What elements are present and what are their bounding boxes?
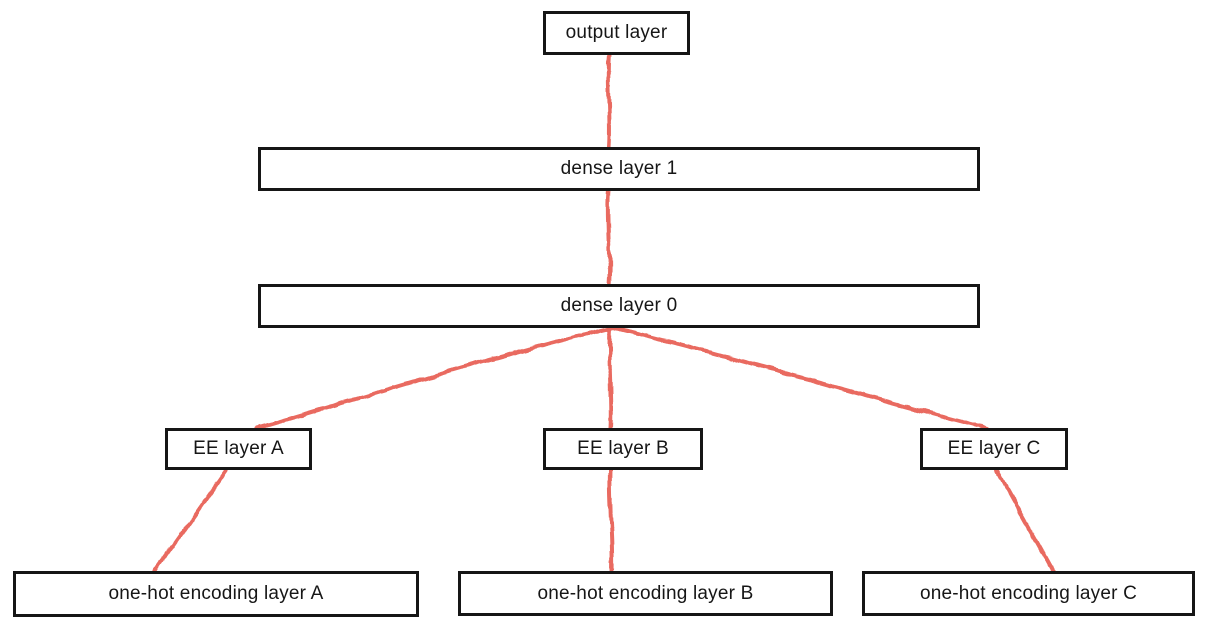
edge-dense1-dense0	[606, 188, 612, 287]
node-ee-layer-b: EE layer B	[543, 428, 703, 470]
node-dense-layer-1: dense layer 1	[258, 147, 980, 191]
node-onehot-layer-a: one-hot encoding layer A	[13, 571, 419, 617]
node-onehot-layer-c-label: one-hot encoding layer C	[919, 582, 1138, 604]
node-dense-layer-0: dense layer 0	[258, 284, 980, 328]
node-ee-layer-a-label: EE layer A	[193, 438, 284, 459]
node-ee-layer-c-label: EE layer C	[947, 438, 1041, 459]
node-onehot-layer-a-label: one-hot encoding layer A	[108, 583, 324, 604]
edge-dense0-eeC	[613, 326, 989, 430]
node-output-layer-label: output layer	[565, 22, 668, 43]
node-onehot-layer-c: one-hot encoding layer C	[862, 571, 1195, 616]
node-onehot-layer-b: one-hot encoding layer B	[458, 571, 833, 616]
edge-dense0-eeA	[256, 326, 614, 430]
node-ee-layer-c: EE layer C	[920, 428, 1068, 470]
node-dense-layer-1-label: dense layer 1	[560, 158, 678, 179]
edge-output-dense1	[606, 52, 612, 150]
node-dense-layer-0-label: dense layer 0	[560, 295, 678, 316]
edge-eeC-onehotC	[995, 468, 1055, 573]
node-output-layer: output layer	[543, 11, 690, 55]
node-ee-layer-b-label: EE layer B	[577, 438, 669, 459]
node-ee-layer-a: EE layer A	[165, 428, 312, 470]
edge-dense0-eeB	[607, 326, 613, 430]
edge-eeB-onehotB	[607, 468, 615, 573]
edge-eeA-onehotA	[153, 468, 228, 573]
node-onehot-layer-b-label: one-hot encoding layer B	[537, 582, 754, 604]
